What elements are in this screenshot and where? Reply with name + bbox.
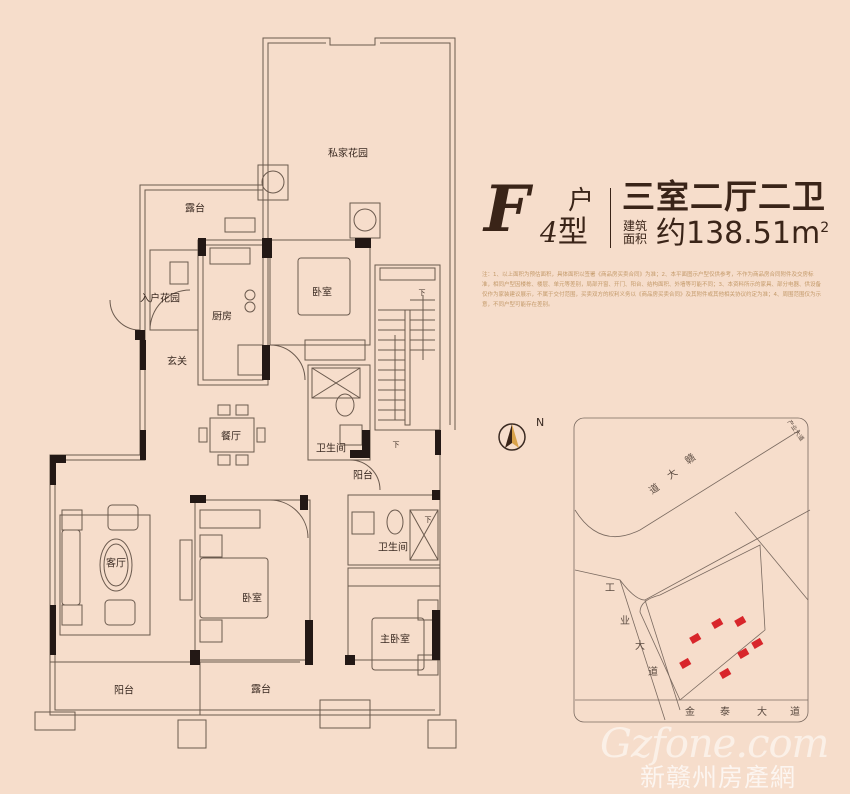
walls	[50, 238, 441, 665]
room-label-entry-garden: 入户花园	[140, 293, 180, 305]
room-label-terrace-top: 露台	[185, 203, 205, 215]
watermark-latin: Gzfone.com	[600, 721, 829, 767]
map-buildings	[679, 615, 764, 679]
room-label-bath-top: 卫生间	[316, 443, 346, 455]
watermark-chinese: 新赣州房產網	[640, 763, 797, 792]
unit-type-hu: 户	[568, 186, 595, 216]
layout-title: 三室二厅二卫	[622, 177, 826, 216]
stair-down-label: 下	[392, 441, 400, 449]
location-map	[573, 417, 811, 723]
area-label-line2: 面积	[623, 232, 648, 246]
map-road-label: 大	[757, 707, 767, 718]
map-road-label: 业	[620, 616, 630, 627]
area-label-line1: 建筑	[623, 219, 648, 233]
room-label-bath-mid: 卫生间	[378, 542, 408, 554]
title-divider	[610, 188, 611, 248]
map-road-label: 工	[605, 583, 615, 594]
room-label-living: 客厅	[106, 558, 126, 570]
unit-type-xing-char: 型	[557, 215, 588, 250]
unit-type-xing: 4型	[540, 218, 588, 248]
disclaimer-notes: 注：1、以上面积为预估面积，具体面积以签署《商品房买卖合同》为准；2、本平面图示…	[482, 272, 822, 308]
compass-north-label: N	[536, 416, 545, 429]
room-label-private-garden: 私家花园	[328, 148, 368, 160]
room-label-master-bedroom: 主卧室	[380, 634, 410, 646]
compass-icon	[498, 423, 526, 451]
private-garden-outline	[262, 37, 456, 430]
room-label-bedroom-top: 卧室	[312, 287, 332, 299]
room-label-dining: 餐厅	[221, 431, 241, 443]
dining-table	[209, 417, 255, 453]
room-label-balcony-bottom: 阳台	[114, 685, 134, 697]
map-road-label: 道	[648, 667, 658, 678]
map-road-label: 泰	[720, 707, 730, 718]
room-label-balcony-mid: 阳台	[353, 470, 373, 482]
map-road-label: 金	[685, 707, 695, 718]
map-road-label: 大	[635, 641, 645, 652]
coffee-table	[99, 538, 133, 592]
unit-type-number: 4	[540, 216, 558, 249]
stair-down-label: 下	[418, 289, 426, 297]
room-label-kitchen: 厨房	[212, 311, 232, 323]
room-label-foyer: 玄关	[167, 356, 187, 368]
stairs	[378, 295, 435, 426]
area-value: 约138.51m2	[656, 219, 829, 249]
area-unit-sup: 2	[820, 220, 830, 236]
area-value-text: 约138.51m	[656, 216, 821, 251]
room-label-bedroom-mid: 卧室	[242, 593, 262, 605]
area-label: 建筑面积	[623, 220, 651, 246]
stair-down-label: 下	[424, 516, 432, 524]
unit-type-letter: F	[484, 172, 530, 247]
room-label-terrace-bottom: 露台	[251, 684, 271, 696]
map-road-label: 道	[790, 707, 800, 718]
